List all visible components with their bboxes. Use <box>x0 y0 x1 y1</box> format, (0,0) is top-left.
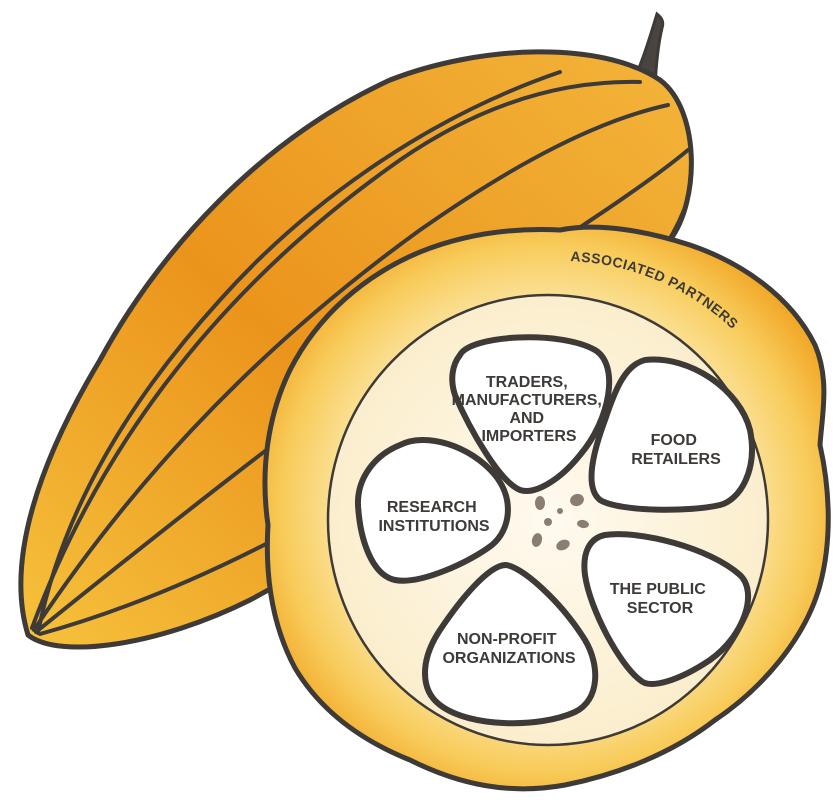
segment-non-profit-shape <box>422 562 599 727</box>
segment-label-non-profit: NON-PROFIT ORGANIZATIONS <box>442 631 575 667</box>
segment-label-traders: TRADERS, MANUFACTURERS, AND IMPORTERS <box>452 374 607 445</box>
segment-label-food-retailers: FOOD RETAILERS <box>631 432 721 468</box>
segment-label-public-sector: THE PUBLIC SECTOR <box>610 581 710 617</box>
segment-food-retailers-shape <box>588 356 755 513</box>
segment-traders-shape <box>449 334 613 494</box>
segment-public-sector-shape <box>581 531 751 687</box>
pod-cross-section: ASSOCIATED PARTNERS TRADERS, MANUFACTURE… <box>262 224 831 792</box>
segment-research-shape <box>354 436 511 584</box>
segment-label-research: RESEARCH INSTITUTIONS <box>378 499 489 535</box>
seed-cluster <box>531 493 589 551</box>
